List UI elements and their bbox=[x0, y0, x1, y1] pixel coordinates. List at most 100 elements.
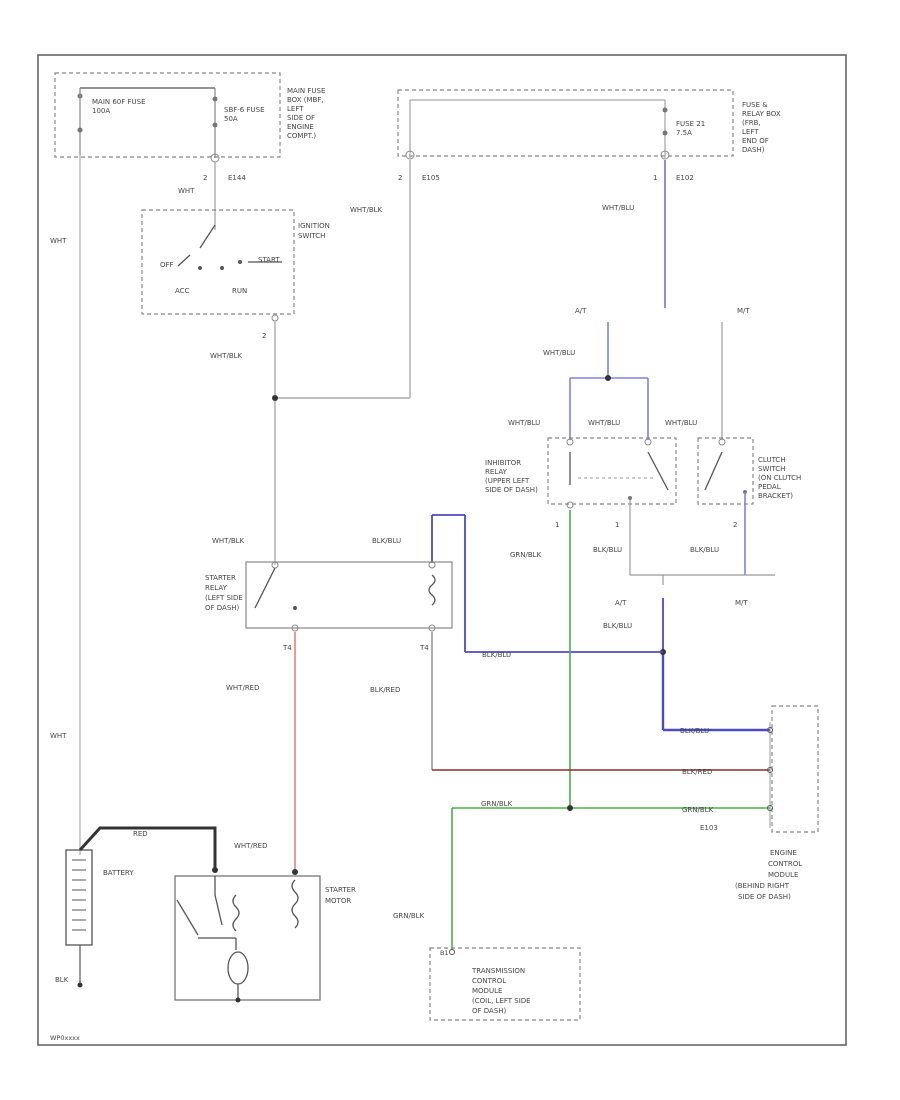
starter-motor: STARTER MOTOR bbox=[174, 869, 356, 1003]
label-wires-wht-red-2: WHT/RED bbox=[234, 842, 268, 850]
label-components-ignition-switch-pos-start: START bbox=[258, 256, 280, 264]
main-fuse-box-label-4: SIDE OF bbox=[287, 114, 315, 122]
label-wires-wht-left2: WHT bbox=[50, 732, 67, 740]
label-wires-wht-blu-5: WHT/BLU bbox=[665, 419, 697, 427]
label-components-fuse-relay-box-line3: (FRB, bbox=[742, 119, 761, 127]
main-fuse-box-label-1: MAIN FUSE bbox=[287, 87, 325, 95]
label-wires-grn-blk-2: GRN/BLK bbox=[481, 800, 513, 808]
battery: BATTERY BLK bbox=[55, 849, 134, 988]
label-components-ecm-line1: ENGINE bbox=[770, 849, 797, 857]
sbf-fuse-name: SBF-6 FUSE bbox=[224, 106, 265, 114]
label-components-starter-relay-line3: (LEFT SIDE bbox=[205, 594, 243, 602]
option-merge-bracket: A/T M/T bbox=[615, 574, 775, 607]
main-fuse-box: MAIN 60F FUSE 100A SBF-6 FUSE 50A MAIN F… bbox=[54, 72, 325, 182]
wire-label-wht-main: WHT bbox=[178, 187, 195, 195]
label-components-inhibitor-relay-line4: SIDE OF DASH) bbox=[485, 486, 538, 494]
label-components-ecm-line2: CONTROL bbox=[768, 860, 802, 868]
label-components-fuse-relay-box-line1: FUSE & bbox=[742, 101, 768, 109]
label-components-ignition-switch-pos-acc: ACC bbox=[175, 287, 190, 295]
wire-blk-red: BLK/RED BLK/RED bbox=[370, 632, 770, 776]
label-components-fuse-relay-box-line6: DASH) bbox=[742, 146, 765, 154]
label-components-tcm-line1: TRANSMISSION bbox=[471, 967, 525, 975]
label-components-ecm-line4: (BEHIND RIGHT bbox=[735, 882, 790, 890]
label-wires-wht-blu-4: WHT/BLU bbox=[588, 419, 620, 427]
label-components-starter-relay-line2: RELAY bbox=[205, 584, 228, 592]
label-wires-wht-blu-2: WHT/BLU bbox=[543, 349, 575, 357]
label-wires-blk-red-2: BLK/RED bbox=[682, 768, 712, 776]
label-wires-gnd: BLK bbox=[55, 976, 69, 984]
option-mt-top: M/T bbox=[737, 307, 750, 315]
label-components-clutch-switch-line3: (ON CLUTCH bbox=[758, 474, 801, 482]
wire-wht-red: WHT/RED WHT/RED bbox=[226, 632, 296, 872]
label-wires-blk-blu-4: BLK/BLU bbox=[680, 727, 709, 735]
wire-wht-blu-at: WHT/BLU WHT/BLU WHT/BLU bbox=[508, 322, 649, 440]
label-wires-grn-blk-3: GRN/BLK bbox=[682, 806, 714, 814]
label-wires-blk-blu-6: BLK/BLU bbox=[482, 651, 511, 659]
main-fuse-rating: 100A bbox=[92, 107, 110, 115]
label-components-tcm-line2: CONTROL bbox=[472, 977, 506, 985]
main-fuse-name: MAIN 60F FUSE bbox=[92, 98, 146, 106]
label-connectors-relay-t4b: T4 bbox=[419, 644, 429, 652]
label-components-tcm-line4: (COIL, LEFT SIDE bbox=[472, 997, 531, 1005]
label-components-battery-name: BATTERY bbox=[103, 869, 134, 877]
label-wires-wht-left: WHT bbox=[50, 237, 67, 245]
label-wires-red: RED bbox=[133, 830, 148, 838]
label-components-ecm-line3: MODULE bbox=[768, 871, 798, 879]
label-components-inhibitor-relay-line2: RELAY bbox=[485, 468, 508, 476]
label-components-ignition-switch-pos-run: RUN bbox=[232, 287, 247, 295]
label-components-fuse-21-name: FUSE 21 bbox=[676, 120, 705, 128]
label-components-inhibitor-relay-line1: INHIBITOR bbox=[485, 459, 521, 467]
label-options-mt-bottom: M/T bbox=[735, 599, 748, 607]
main-60f-fuse-icon bbox=[77, 88, 83, 155]
starter-relay: STARTER RELAY (LEFT SIDE OF DASH) T4 T4 bbox=[205, 561, 453, 652]
option-at-top: A/T bbox=[575, 307, 587, 315]
label-wires-wht-blk-2: WHT/BLK bbox=[350, 206, 383, 214]
label-connectors-pin1a: 1 bbox=[555, 521, 559, 529]
label-connectors-pin1c: 1 bbox=[615, 521, 619, 529]
label-connectors-b1: B1 bbox=[440, 949, 449, 957]
label-connectors-pin2b: 2 bbox=[262, 332, 266, 340]
engine-control-module: E103 ENGINE CONTROL MODULE (BEHIND RIGHT… bbox=[700, 705, 819, 901]
wire-label-blk-blu-2: BLK/BLU bbox=[690, 546, 719, 554]
label-options-at-bottom: A/T bbox=[615, 599, 627, 607]
wire-grn-blk: GRN/BLK GRN/BLK GRN/BLK GRN/BLK bbox=[393, 510, 770, 950]
inhibitor-relay: INHIBITOR RELAY (UPPER LEFT SIDE OF DASH… bbox=[485, 437, 677, 575]
wire-blk-blu-relay: BLK/BLU BLK/BLU bbox=[372, 514, 663, 659]
label-components-ecm-line5: SIDE OF DASH) bbox=[738, 893, 791, 901]
label-components-fuse-relay-box-line4: LEFT bbox=[742, 128, 759, 136]
label-components-tcm-line3: MODULE bbox=[472, 987, 502, 995]
label-connectors-pin2c: 2 bbox=[398, 174, 402, 182]
label-wires-blk-red-1: BLK/RED bbox=[370, 686, 400, 694]
sbf-6-fuse-icon bbox=[212, 88, 218, 158]
clutch-switch: CLUTCH SWITCH (ON CLUTCH PEDAL BRACKET) … bbox=[697, 437, 801, 575]
label-connectors-e105: E105 bbox=[422, 174, 440, 182]
wire-label-blk-blu-1: BLK/BLU bbox=[593, 546, 622, 554]
label-connectors-pin1b: 1 bbox=[653, 174, 657, 182]
wire-wht-blu-fuse21: WHT/BLU bbox=[602, 160, 666, 308]
main-fuse-box-label-3: LEFT bbox=[287, 105, 304, 113]
label-components-ignition-switch-title-line2: SWITCH bbox=[298, 232, 325, 240]
fuse-relay-box: FUSE 21 7.5A FUSE & RELAY BOX (FRB, LEFT… bbox=[397, 89, 781, 182]
label-wires-blk-blu-3: BLK/BLU bbox=[603, 622, 632, 630]
ignition-switch: OFF START ACC RUN IGNITION SWITCH 2 bbox=[141, 209, 330, 340]
label-components-ignition-switch-title-line1: IGNITION bbox=[298, 222, 330, 230]
wire-wht-blk-ignition: WHT/BLK WHT/BLK WHT/BLK bbox=[210, 160, 411, 565]
label-wires-wht-red-1: WHT/RED bbox=[226, 684, 260, 692]
main-fuse-box-label-2: BOX (MBF, bbox=[287, 96, 324, 104]
label-components-starter-motor-line2: MOTOR bbox=[325, 897, 351, 905]
wire-blk-blu-ecm: BLK/BLU BLK/BLU bbox=[603, 598, 770, 735]
pin-2a: 2 bbox=[203, 174, 207, 182]
label-connectors-e103: E103 bbox=[700, 824, 718, 832]
label-wires-grn-blk-1: GRN/BLK bbox=[510, 551, 542, 559]
label-wires-blk-blu-5: BLK/BLU bbox=[372, 537, 401, 545]
label-connectors-pin2d: 2 bbox=[733, 521, 737, 529]
label-wires-wht-blk-3: WHT/BLK bbox=[212, 537, 245, 545]
label-components-fuse-21-rating: 7.5A bbox=[676, 129, 692, 137]
main-fuse-box-label-5: ENGINE bbox=[287, 123, 314, 131]
main-fuse-box-label-6: COMPT.) bbox=[287, 132, 316, 140]
label-wires-wht-blk-1: WHT/BLK bbox=[210, 352, 243, 360]
label-components-ignition-switch-pos-off: OFF bbox=[160, 261, 174, 269]
connector-e144: E144 bbox=[228, 174, 246, 182]
label-wires-wht-blu-3: WHT/BLU bbox=[508, 419, 540, 427]
